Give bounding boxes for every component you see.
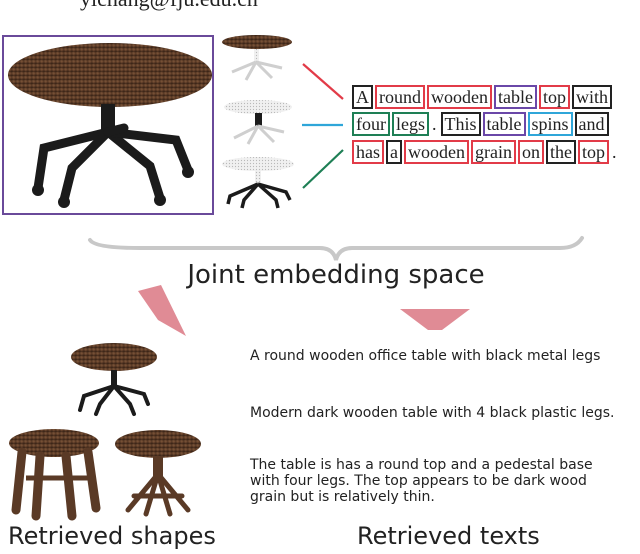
word-token: top [577, 140, 609, 164]
word-token: table [494, 85, 537, 109]
arrow-to-shapes [138, 285, 186, 336]
word-token: has [352, 140, 384, 164]
word-token: a [386, 140, 402, 164]
author-email: yichang@fju.edu.cn [80, 0, 258, 12]
word-token: This [440, 112, 481, 136]
caption-retrieved-texts: Retrieved texts [357, 522, 540, 550]
word-token: legs [392, 112, 429, 136]
punctuation: . [612, 142, 617, 162]
input-shape-frame [2, 35, 214, 215]
punctuation: . [432, 114, 437, 134]
part-view-legs [222, 157, 294, 209]
word-token: round [375, 85, 425, 109]
retrieved-text-2: Modern dark wooden table with 4 black pl… [250, 405, 615, 421]
word-token: the [545, 140, 576, 164]
word-token: wooden [404, 140, 469, 164]
word-token: wooden [427, 85, 492, 109]
word-token: spins [527, 112, 573, 136]
part-view-pedestal [224, 100, 292, 145]
retrieved-text-3: The table is has a round top and a pedes… [250, 457, 593, 505]
word-token: and [574, 112, 609, 136]
word-token: top [538, 85, 570, 109]
caption-retrieved-shapes: Retrieved shapes [8, 522, 216, 550]
retrieved-shape-stool-table [9, 429, 101, 521]
input-table-shape [8, 43, 212, 208]
link-line-green [302, 149, 344, 189]
word-token: A [352, 85, 373, 109]
arrow-to-texts [400, 309, 470, 330]
word-token: grain [471, 140, 516, 164]
word-token: on [517, 140, 544, 164]
word-token: four [352, 112, 390, 136]
part-view-top [222, 35, 292, 81]
joint-brace [88, 236, 584, 261]
word-token: with [572, 85, 613, 109]
retrieved-text-1: A round wooden office table with black m… [250, 348, 601, 364]
link-line-red [302, 63, 344, 100]
joint-embedding-label: Joint embedding space [187, 260, 485, 290]
retrieved-shape-pedestal-table [115, 430, 201, 517]
retrieved-shape-office-table [71, 343, 157, 416]
word-token: table [482, 112, 526, 136]
